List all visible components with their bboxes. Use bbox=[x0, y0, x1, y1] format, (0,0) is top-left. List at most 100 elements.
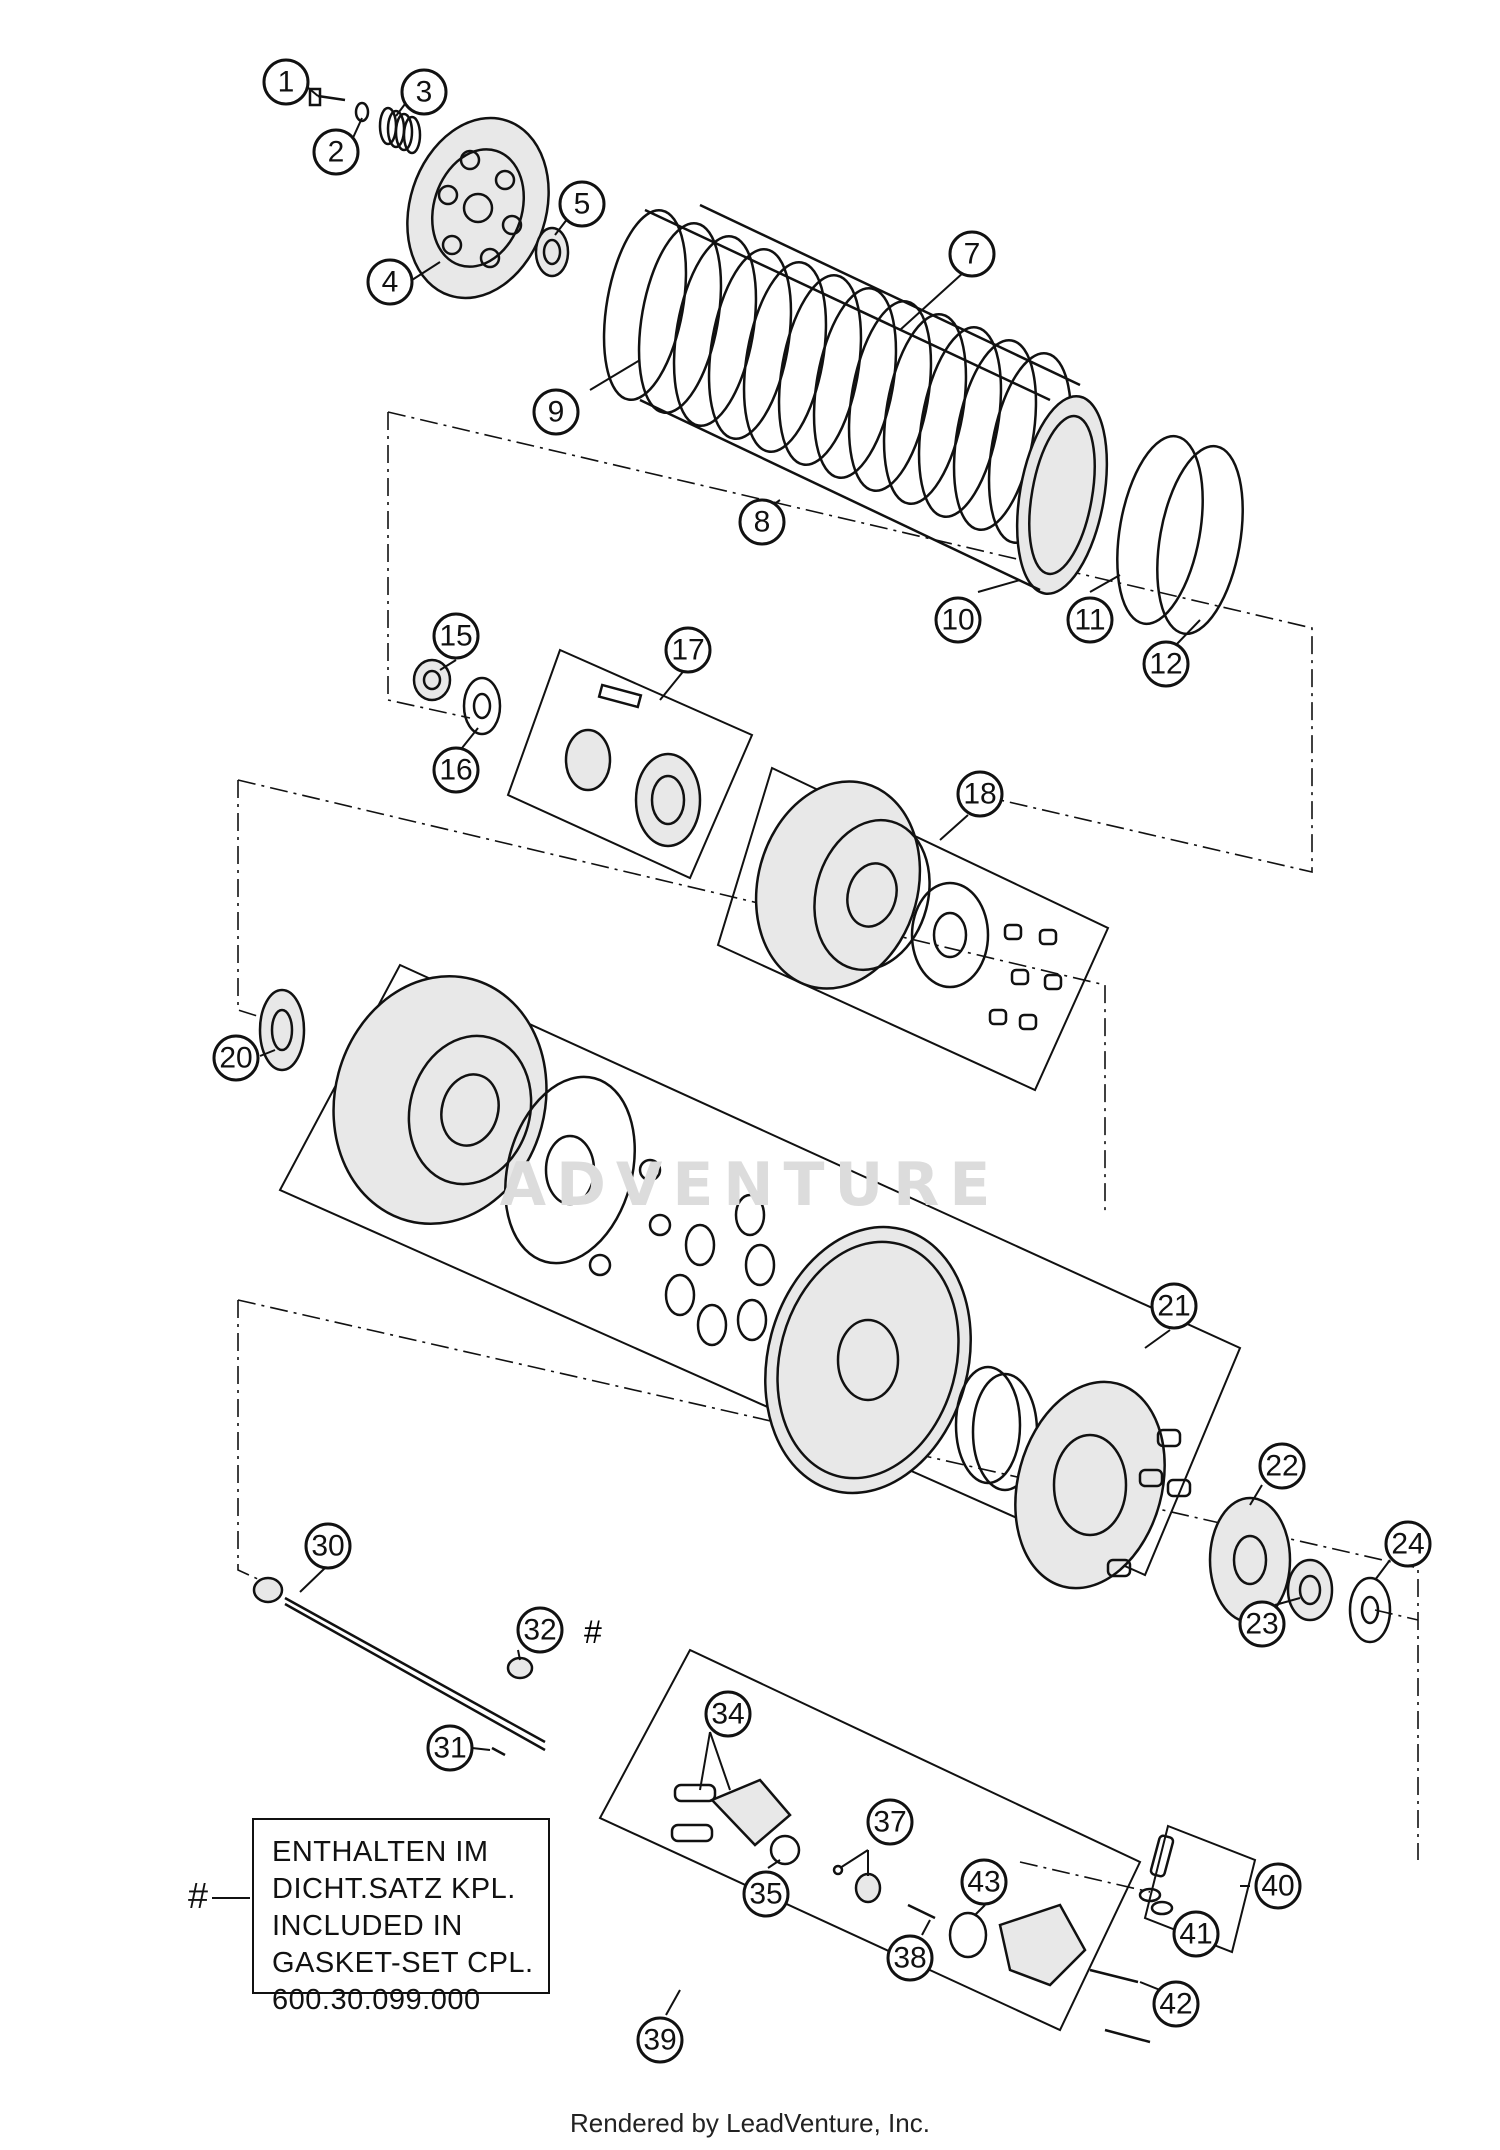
washer-part bbox=[354, 101, 370, 123]
svg-text:42: 42 bbox=[1159, 1988, 1192, 2021]
spring-part bbox=[378, 106, 422, 155]
needle-bearing-part bbox=[1286, 1558, 1334, 1622]
callout-16: 16 bbox=[432, 746, 480, 794]
group-box-18 bbox=[716, 766, 1110, 1092]
inner-hub-part bbox=[754, 780, 1063, 1031]
callout-22: 22 bbox=[1258, 1442, 1306, 1490]
note-line-3: INCLUDED IN bbox=[272, 1910, 463, 1942]
callout-24: 24 bbox=[1384, 1520, 1432, 1568]
group-box-40 bbox=[1143, 1824, 1257, 1954]
svg-text:31: 31 bbox=[433, 1732, 466, 1765]
svg-text:2: 2 bbox=[328, 136, 345, 169]
footer-credit: Rendered by LeadVenture, Inc. bbox=[570, 2108, 930, 2138]
svg-text:41: 41 bbox=[1179, 1918, 1212, 1951]
callout-5: 5 bbox=[558, 180, 606, 228]
callout-32: 32 bbox=[516, 1606, 564, 1654]
callout-31: 31 bbox=[426, 1724, 474, 1772]
callout-23: 23 bbox=[1238, 1600, 1286, 1648]
callout-1: 1 bbox=[262, 58, 310, 106]
callout-badges: 1 2 3 4 5 7 8 9 10 11 12 15 16 17 18 20 … bbox=[212, 58, 1432, 2064]
ring-12-part bbox=[1156, 444, 1244, 636]
callout-leaders bbox=[259, 85, 1391, 2016]
callout-7: 7 bbox=[948, 230, 996, 278]
note-marker: # bbox=[188, 1875, 209, 1916]
clutch-basket-part bbox=[332, 974, 636, 1265]
callout-39: 39 bbox=[636, 2016, 684, 2064]
callout-8: 8 bbox=[738, 498, 786, 546]
screw-part bbox=[308, 87, 346, 107]
callout-41: 41 bbox=[1172, 1910, 1220, 1958]
note-line-1: ENTHALTEN IM bbox=[272, 1836, 489, 1868]
parts-artwork bbox=[252, 87, 1392, 2044]
svg-text:43: 43 bbox=[967, 1866, 1000, 1899]
callout-37: 37 bbox=[866, 1798, 914, 1846]
svg-text:34: 34 bbox=[711, 1698, 744, 1731]
svg-text:15: 15 bbox=[439, 620, 472, 653]
callout-35: 35 bbox=[742, 1870, 790, 1918]
callout-34: 34 bbox=[704, 1690, 752, 1738]
svg-text:3: 3 bbox=[416, 76, 433, 109]
basket-backplate-part bbox=[1014, 1380, 1192, 1590]
svg-text:1: 1 bbox=[278, 66, 295, 99]
group-box-39 bbox=[598, 1648, 1142, 2032]
svg-text:20: 20 bbox=[219, 1042, 252, 1075]
callout-18: 18 bbox=[956, 770, 1004, 818]
lock-washer-part bbox=[462, 676, 502, 736]
gasket-set-note: ENTHALTEN IM DICHT.SATZ KPL. INCLUDED IN… bbox=[252, 1818, 550, 2016]
svg-text:21: 21 bbox=[1157, 1290, 1190, 1323]
clutch-plate-stack bbox=[602, 203, 1109, 596]
push-rod-part bbox=[252, 1576, 546, 1752]
callout-11: 11 bbox=[1066, 596, 1114, 644]
seal-ring-part bbox=[506, 1656, 534, 1680]
svg-text:11: 11 bbox=[1074, 604, 1105, 637]
callout-4: 4 bbox=[366, 258, 414, 306]
svg-text:12: 12 bbox=[1149, 648, 1182, 681]
callout-42: 42 bbox=[1152, 1980, 1200, 2028]
svg-text:39: 39 bbox=[643, 2024, 676, 2057]
group-box-17 bbox=[506, 648, 754, 880]
pin-part bbox=[491, 1746, 506, 1757]
callout-17: 17 bbox=[664, 626, 712, 674]
group-boxes bbox=[278, 648, 1257, 2032]
callout-43: 43 bbox=[960, 1858, 1008, 1906]
callout-30: 30 bbox=[304, 1522, 352, 1570]
svg-text:35: 35 bbox=[749, 1878, 782, 1911]
callout-10: 10 bbox=[934, 596, 982, 644]
callout-40: 40 bbox=[1254, 1862, 1302, 1910]
ring-11-part bbox=[1116, 434, 1204, 626]
callout-32-marker: # bbox=[584, 1614, 602, 1650]
svg-text:17: 17 bbox=[671, 634, 704, 667]
note-line-5: 600.30.099.000 bbox=[272, 1984, 481, 2016]
callout-15: 15 bbox=[432, 612, 480, 660]
damper-springs-part bbox=[588, 1158, 776, 1347]
thrust-washer-part bbox=[1348, 1576, 1392, 1644]
group-box-21 bbox=[278, 963, 1242, 1577]
primary-gear-part bbox=[764, 1225, 972, 1495]
svg-text:40: 40 bbox=[1261, 1870, 1294, 1903]
callout-20: 20 bbox=[212, 1034, 260, 1082]
svg-text:32: 32 bbox=[523, 1614, 556, 1647]
slave-cylinder-parts bbox=[670, 1778, 1175, 2044]
svg-text:7: 7 bbox=[964, 238, 981, 271]
svg-text:22: 22 bbox=[1265, 1450, 1298, 1483]
pressure-plate-part bbox=[406, 116, 550, 300]
bearing-part bbox=[534, 226, 570, 278]
svg-text:18: 18 bbox=[963, 778, 996, 811]
callout-3: 3 bbox=[400, 68, 448, 116]
svg-text:8: 8 bbox=[754, 506, 771, 539]
callout-12: 12 bbox=[1142, 640, 1190, 688]
svg-text:30: 30 bbox=[311, 1530, 344, 1563]
watermark-text: ADVENTURE bbox=[499, 1150, 1001, 1220]
note-line-2: DICHT.SATZ KPL. bbox=[272, 1873, 516, 1905]
callout-21: 21 bbox=[1150, 1282, 1198, 1330]
svg-text:5: 5 bbox=[574, 188, 591, 221]
svg-text:9: 9 bbox=[548, 396, 565, 429]
damper-assembly-part bbox=[564, 683, 702, 848]
callout-38: 38 bbox=[886, 1934, 934, 1982]
callout-9: 9 bbox=[532, 388, 580, 436]
seal-bearing-part bbox=[258, 988, 306, 1072]
note-leader-line bbox=[212, 1897, 250, 1899]
callout-2: 2 bbox=[312, 128, 360, 176]
svg-text:37: 37 bbox=[873, 1806, 906, 1839]
